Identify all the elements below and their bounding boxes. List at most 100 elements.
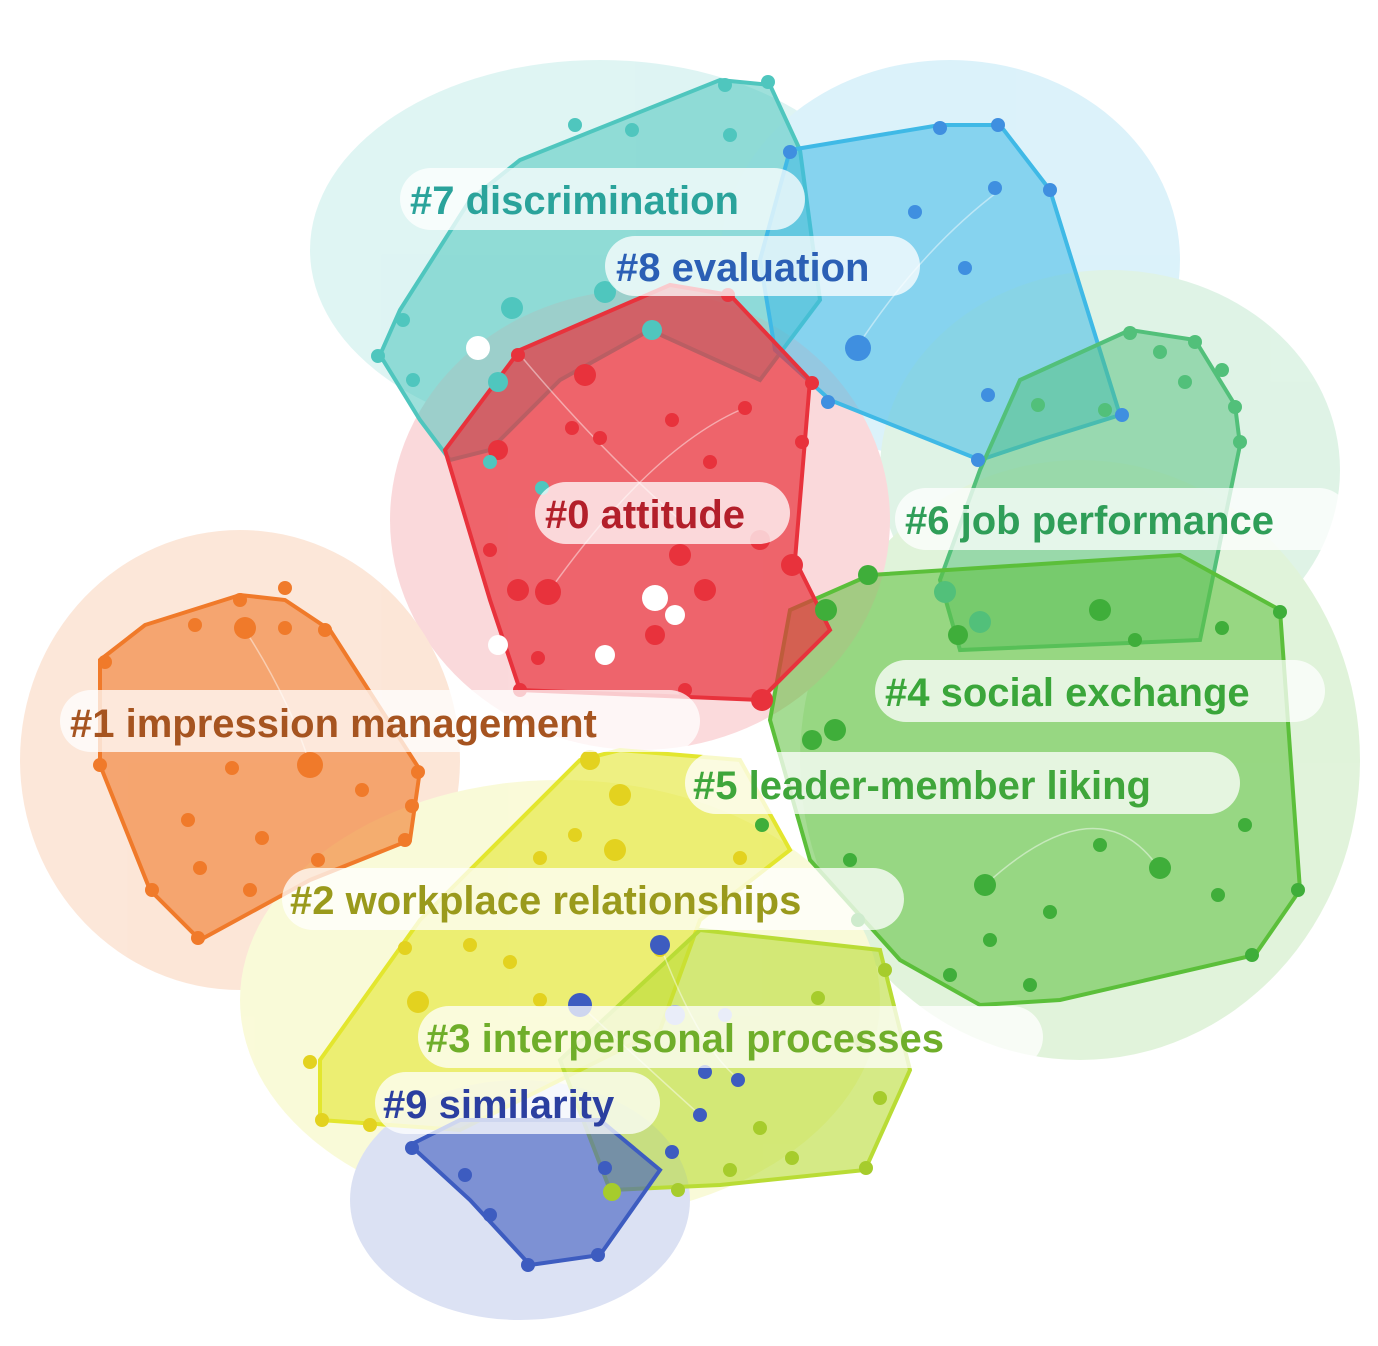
label-bg-c5 xyxy=(685,752,1240,814)
node xyxy=(755,818,769,832)
node xyxy=(983,933,997,947)
node xyxy=(669,544,691,566)
node xyxy=(934,581,956,603)
node xyxy=(574,364,596,386)
node xyxy=(969,611,991,633)
node xyxy=(483,543,497,557)
node xyxy=(821,395,835,409)
node xyxy=(1098,403,1112,417)
node xyxy=(501,297,523,319)
node xyxy=(483,455,497,469)
node xyxy=(1238,818,1252,832)
node xyxy=(1115,408,1129,422)
node xyxy=(193,861,207,875)
node xyxy=(598,1161,612,1175)
cluster-label-6: #6 job performance xyxy=(905,499,1274,543)
node xyxy=(1215,363,1229,377)
node xyxy=(98,655,112,669)
node xyxy=(507,579,529,601)
node xyxy=(503,955,517,969)
node xyxy=(604,839,626,861)
node xyxy=(521,1258,535,1272)
node xyxy=(1093,838,1107,852)
node xyxy=(466,336,490,360)
node xyxy=(943,968,957,982)
node xyxy=(795,435,809,449)
node xyxy=(845,335,871,361)
node xyxy=(991,118,1005,132)
node xyxy=(974,874,996,896)
node xyxy=(988,181,1002,195)
node xyxy=(463,938,477,952)
node xyxy=(694,579,716,601)
node xyxy=(733,851,747,865)
node xyxy=(594,281,616,303)
node xyxy=(255,831,269,845)
node xyxy=(297,752,323,778)
label-backgrounds xyxy=(60,168,1350,1134)
node xyxy=(234,617,256,639)
node xyxy=(1128,633,1142,647)
node xyxy=(363,1118,377,1132)
node xyxy=(761,75,775,89)
edge xyxy=(984,827,1161,886)
node xyxy=(511,348,525,362)
node xyxy=(533,993,547,1007)
node xyxy=(145,883,159,897)
node xyxy=(805,376,819,390)
node xyxy=(535,579,561,605)
node xyxy=(483,1208,497,1222)
node xyxy=(783,145,797,159)
node xyxy=(568,828,582,842)
node xyxy=(671,1183,685,1197)
cluster-label-2: #2 workplace relationships xyxy=(290,879,801,923)
node xyxy=(411,765,425,779)
cluster-label-7: #7 discrimination xyxy=(410,179,739,223)
node xyxy=(488,635,508,655)
node xyxy=(593,431,607,445)
cluster-label-3: #3 interpersonal processes xyxy=(426,1017,944,1061)
node xyxy=(971,453,985,467)
node xyxy=(1031,398,1045,412)
cluster-label-0: #0 attitude xyxy=(545,493,745,537)
node xyxy=(1211,888,1225,902)
label-bg-c2 xyxy=(282,868,904,930)
node xyxy=(609,784,631,806)
node xyxy=(650,935,670,955)
nodes xyxy=(93,75,1305,1272)
label-bg-c6 xyxy=(895,488,1350,550)
node xyxy=(580,750,600,770)
node xyxy=(698,1065,712,1079)
node xyxy=(642,585,668,611)
cluster-label-9: #9 similarity xyxy=(383,1083,615,1127)
node xyxy=(233,593,247,607)
node xyxy=(311,853,325,867)
node xyxy=(533,851,547,865)
node xyxy=(878,963,892,977)
node xyxy=(1188,335,1202,349)
node xyxy=(591,1248,605,1262)
cluster-label-8: #8 evaluation xyxy=(616,246,869,290)
node xyxy=(1228,400,1242,414)
node xyxy=(815,599,837,621)
label-bg-c3 xyxy=(418,1006,1043,1068)
node xyxy=(802,730,822,750)
node xyxy=(1149,857,1171,879)
node xyxy=(958,261,972,275)
node xyxy=(318,623,332,637)
node xyxy=(278,581,292,595)
node xyxy=(396,313,410,327)
node xyxy=(603,1183,621,1201)
node xyxy=(665,1145,679,1159)
node xyxy=(531,651,545,665)
label-bg-c7 xyxy=(400,168,805,230)
node xyxy=(824,719,846,741)
node xyxy=(1245,948,1259,962)
node xyxy=(1273,605,1287,619)
node xyxy=(458,1168,472,1182)
node xyxy=(191,931,205,945)
node xyxy=(406,373,420,387)
node xyxy=(355,783,369,797)
node xyxy=(665,413,679,427)
node xyxy=(723,1163,737,1177)
